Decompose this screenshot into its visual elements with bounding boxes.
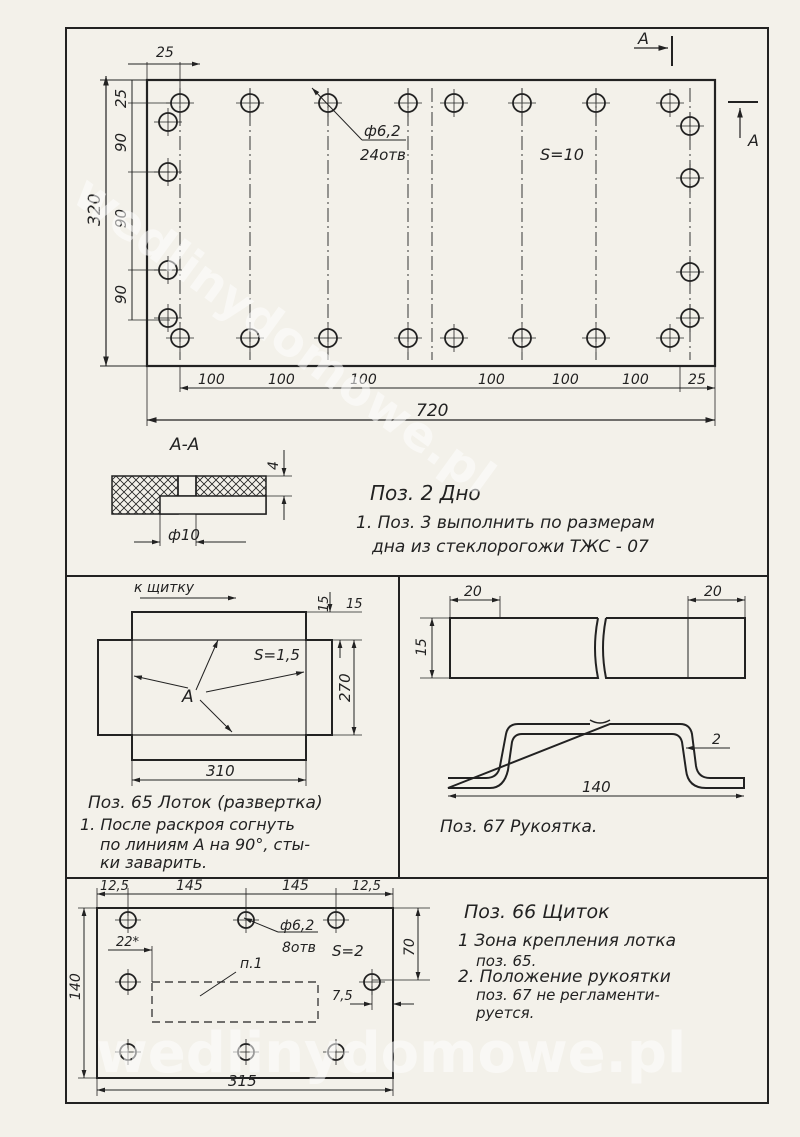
section-hole [177, 475, 197, 497]
to-shield-label: к щитку [134, 580, 195, 596]
zone-label: п.1 [240, 956, 263, 972]
part66-note2-2: поз. 67 не регламенти- [476, 986, 660, 1004]
dim-90-b: 90 [112, 209, 130, 228]
hole-diameter-label: ф6,2 [364, 122, 401, 140]
dim-20-b: 20 [704, 584, 722, 600]
dim-100: 100 [478, 372, 505, 388]
watermark-bottom: wedlinydomowe.pl [96, 1021, 686, 1086]
part66-note2-3: руется. [475, 1004, 534, 1022]
dim-100: 100 [552, 372, 579, 388]
part66-title: Поз. 66 Щиток [464, 901, 610, 923]
dim-2: 2 [712, 732, 721, 748]
fold-line-label: A [181, 687, 194, 707]
dim-320: 320 [85, 194, 105, 226]
tray-development-view: к щитку S=1,5 A 15 15 270 310 Поз. 65 Ло… [80, 580, 363, 872]
dim-310: 310 [206, 762, 235, 780]
handle-strip-left [449, 617, 600, 679]
tray-thickness-label: S=1,5 [254, 646, 300, 664]
drawing-frame [65, 27, 769, 1104]
section-mark-a-top: A [637, 29, 649, 48]
handle-side-profile [447, 723, 745, 789]
dim-90-a: 90 [112, 133, 130, 152]
dim-270: 270 [336, 673, 354, 702]
part2-title: Поз. 2 Дно [370, 481, 481, 505]
dim-12-5-b: 12,5 [352, 879, 381, 894]
tray-mount-zone [151, 981, 319, 1023]
dim-4: 4 [266, 461, 282, 470]
plate-centerlines [179, 88, 691, 360]
dim-20-a: 20 [464, 584, 482, 600]
dim-25-bottom: 25 [688, 372, 706, 388]
dim-12-5-a: 12,5 [100, 879, 129, 894]
shield-hole-label: ф6,2 [280, 918, 314, 934]
dim-70: 70 [402, 938, 418, 956]
bottom-plate-view: 320 25 90 90 90 25 A A ф6,2 24отв S=10 1… [85, 29, 759, 557]
dim-25-top: 25 [156, 45, 174, 61]
handle-strip-right [602, 617, 746, 679]
dim-phi10: ф10 [168, 526, 200, 544]
handle-view: 20 20 15 2 140 Поз. 67 Рукоятка. [414, 584, 746, 837]
dim-90-c: 90 [112, 285, 130, 304]
section-mark-a-side: A [747, 131, 759, 150]
hole-count-label: 24отв [360, 146, 406, 164]
shield-view: п.1 12,5 145 145 12,5 ф6,2 8отв S=2 22* … [68, 878, 676, 1096]
dim-315: 315 [228, 1072, 257, 1090]
dim-140-side: 140 [68, 973, 84, 1000]
dim-7-5: 7,5 [332, 989, 353, 1004]
dim-720: 720 [416, 401, 448, 421]
dim-100-row: 100 100 100 100 100 100 [198, 372, 649, 388]
thickness-label: S=10 [540, 145, 584, 164]
dim-145-b: 145 [282, 878, 309, 894]
part2-note-2: дна из стеклорогожи ТЖС - 07 [371, 537, 649, 557]
part66-note1-1: 1 Зона крепления лотка [458, 931, 676, 951]
part65-note-3: ки заварить. [100, 853, 207, 872]
shield-hole-count: 8отв [282, 940, 316, 956]
dim-145-a: 145 [176, 878, 203, 894]
dim-100: 100 [268, 372, 295, 388]
part66-note1-2: поз. 65. [476, 952, 536, 970]
part67-title: Поз. 67 Рукоятка. [440, 817, 597, 837]
part66-note2-1: 2. Положение рукоятки [458, 967, 671, 987]
part65-note-2: по линиям A на 90°, сты- [100, 835, 310, 854]
shield-thickness: S=2 [332, 942, 364, 960]
dim-100: 100 [622, 372, 649, 388]
dim-140: 140 [582, 778, 611, 796]
dim-22: 22* [116, 935, 140, 950]
part2-note-1: 1. Поз. 3 выполнить по размерам [356, 513, 655, 533]
part65-note-1: 1. После раскроя согнуть [80, 815, 295, 834]
dim-15: 15 [414, 638, 430, 656]
tray-outline [97, 611, 333, 761]
dim-100: 100 [350, 372, 377, 388]
dim-25-side: 25 [112, 89, 130, 108]
shield-outline [96, 907, 394, 1079]
dim-15-b: 15 [346, 597, 363, 612]
dim-15-a: 15 [317, 595, 332, 612]
part65-title: Поз. 65 Лоток (развертка) [88, 793, 323, 813]
section-label: A-A [169, 435, 199, 455]
dim-100: 100 [198, 372, 225, 388]
